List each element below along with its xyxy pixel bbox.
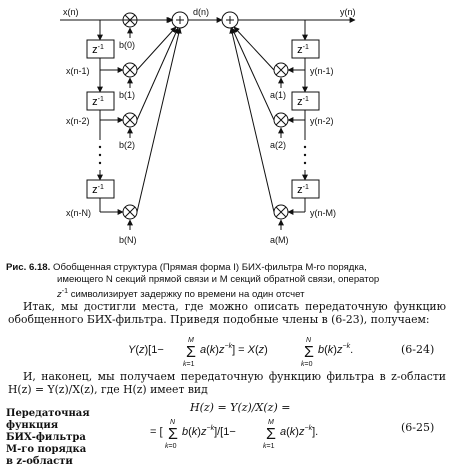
svg-text:N: N <box>306 337 312 344</box>
svg-text:a(k)z−k] = X(z): a(k)z−k] = X(z) <box>200 343 268 356</box>
label-bN: b(N) <box>119 235 137 245</box>
equation-6-25-line-2: = [ Σ N k=0 b(k)z−k]/[1− Σ M k=1 a(k)z−k… <box>150 413 350 456</box>
label-b0: b(0) <box>119 40 135 50</box>
svg-text:Σ: Σ <box>168 426 178 443</box>
svg-text:z-1: z-1 <box>92 96 104 108</box>
label-output: y(n) <box>340 7 356 17</box>
svg-text:M: M <box>268 419 274 426</box>
svg-text:z-1: z-1 <box>297 44 309 56</box>
equation-6-24: Y(z)[1− Σ M k=1 a(k)z−k] = X(z) Σ N k=0 … <box>128 333 358 372</box>
label-fb-tap-2: y(n-2) <box>310 116 334 126</box>
label-a1: a(1) <box>270 90 286 100</box>
equation-number-6-24: (6-24) <box>401 343 435 356</box>
label-input: x(n) <box>63 7 79 17</box>
svg-text:a(k)z−k].: a(k)z−k]. <box>280 425 318 438</box>
label-fb-tap-1: y(n-1) <box>310 66 334 76</box>
label-aM: a(M) <box>270 235 289 245</box>
svg-text:z-1: z-1 <box>92 184 104 196</box>
paragraph-2: И, наконец, мы получаем передаточную фун… <box>8 370 446 396</box>
label-mid: d(n) <box>193 7 209 17</box>
svg-text:= [: = [ <box>150 426 163 438</box>
caption-line-2: имеющего N секций прямой связи и M секци… <box>57 274 380 285</box>
svg-text:M: M <box>188 337 194 344</box>
svg-text:k=1: k=1 <box>183 361 195 368</box>
svg-text:N: N <box>170 419 176 426</box>
figure-caption: Рис. 6.18. Обобщенная структура (Прямая … <box>6 262 444 301</box>
label-b2: b(2) <box>119 140 135 150</box>
caption-line-1: Обобщенная структура (Прямая форма I) БИ… <box>52 262 367 273</box>
label-fb-tap-M: y(n-M) <box>310 208 336 218</box>
svg-text:Σ: Σ <box>186 344 196 361</box>
svg-text:b(k)z−k.: b(k)z−k. <box>318 343 353 356</box>
label-b1: b(1) <box>119 90 135 100</box>
svg-text:z-1: z-1 <box>297 96 309 108</box>
equation-6-25-line-1: H(z) = Y(z)/X(z) = <box>190 401 291 414</box>
label-ff-tap-N: x(n-N) <box>66 208 91 218</box>
svg-text:Σ: Σ <box>266 426 276 443</box>
svg-text:k=0: k=0 <box>301 361 313 368</box>
svg-text:k=1: k=1 <box>263 443 275 450</box>
label-a2: a(2) <box>270 140 286 150</box>
side-note: Передаточная функция БИХ-фильтра M-го по… <box>6 408 90 467</box>
svg-text:Σ: Σ <box>304 344 314 361</box>
label-ff-tap-1: x(n-1) <box>66 66 90 76</box>
paragraph-1: Итак, мы достигли места, где можно описа… <box>8 300 446 326</box>
svg-text:z-1: z-1 <box>92 44 104 56</box>
svg-text:k=0: k=0 <box>165 443 177 450</box>
figure-number: Рис. 6.18. <box>6 262 51 273</box>
svg-text:z-1: z-1 <box>297 184 309 196</box>
svg-text:Y(z)[1−: Y(z)[1− <box>128 344 164 356</box>
svg-text:b(k)z−k]/[1−: b(k)z−k]/[1− <box>182 425 236 438</box>
label-ff-tap-2: x(n-2) <box>66 116 90 126</box>
equation-number-6-25: (6-25) <box>401 421 435 434</box>
caption-line-3: z-1 символизирует задержку по времени на… <box>57 288 305 301</box>
iir-direct-form-1-diagram: z-1 z-1 z-1 z-1 z-1 z-1 x(n) d(n) y(n) x… <box>60 7 356 245</box>
